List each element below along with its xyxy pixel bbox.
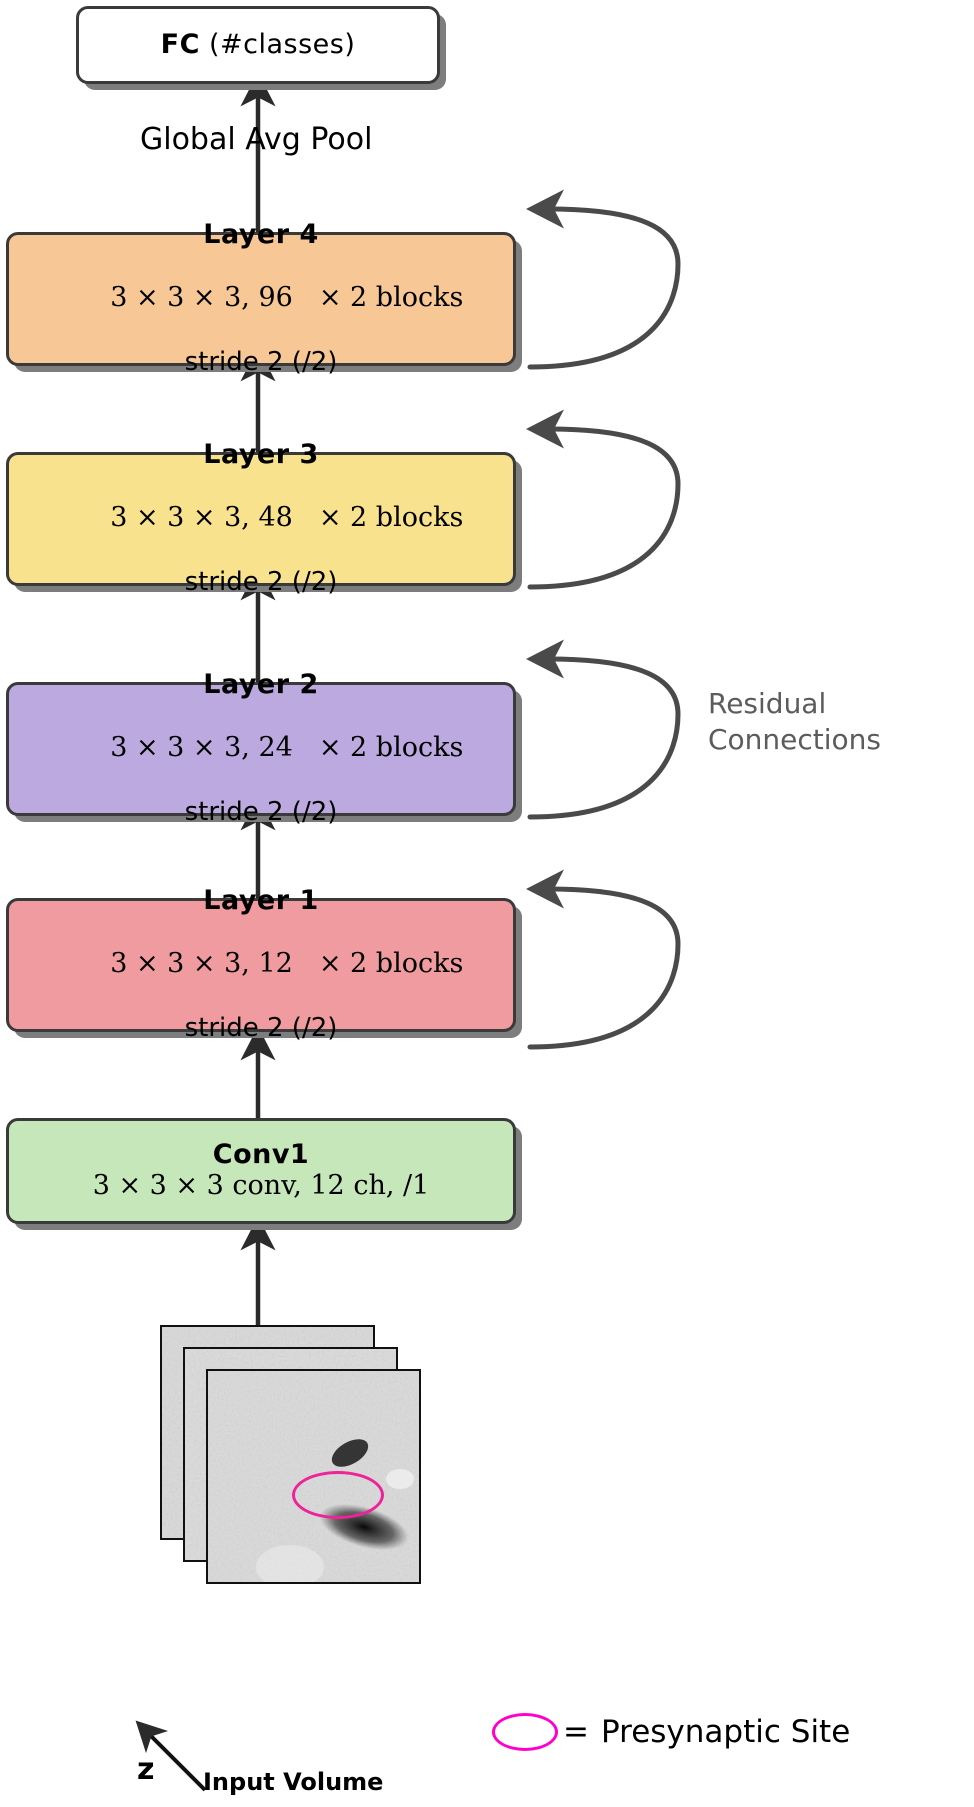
residual-label-line1: Residual (708, 687, 827, 720)
layer4-title: Layer 4 (203, 218, 319, 250)
layer3-blocks: × 2 blocks (318, 502, 464, 534)
em-slice-front (206, 1369, 421, 1584)
layer4-kernel: 3 × 3 × 3, 96 (110, 282, 293, 314)
conv1-title: Conv1 (212, 1138, 310, 1170)
layer3-block: Layer 3 3 × 3 × 3, 48 × 2 blocks stride 2… (6, 439, 516, 597)
fc-block: FC (#classes) (76, 6, 440, 84)
residual-arc-layer3 (526, 409, 681, 590)
layer1-spec: 3 × 3 × 3, 12 × 2 blocks (59, 916, 464, 1013)
legend-text: Presynaptic Site (601, 1714, 851, 1750)
layer1-kernel: 3 × 3 × 3, 12 (110, 948, 293, 980)
presynaptic-site-annotation (292, 1471, 384, 1519)
layer3-kernel: 3 × 3 × 3, 48 (110, 502, 293, 534)
layer1-block: Layer 1 3 × 3 × 3, 12 × 2 blocks stride 2… (6, 885, 516, 1043)
layer4-spec: 3 × 3 × 3, 96 × 2 blocks (59, 250, 464, 347)
layer1-blocks: × 2 blocks (318, 948, 464, 980)
residual-arc-layer1 (526, 869, 681, 1050)
layer4-stride: stride 2 (/2) (184, 347, 338, 378)
layer1-stride: stride 2 (/2) (184, 1013, 338, 1044)
layer3-title: Layer 3 (203, 438, 319, 470)
layer4-blocks: × 2 blocks (318, 282, 464, 314)
z-axis-label: z (137, 1752, 155, 1787)
legend-equals: = (563, 1714, 589, 1750)
fc-label-bold: FC (160, 28, 200, 60)
residual-arc-layer2 (526, 639, 681, 820)
layer2-block: Layer 2 3 × 3 × 3, 24 × 2 blocks stride 2… (6, 669, 516, 827)
z-axis-arrow (135, 1720, 207, 1792)
layer3-stride: stride 2 (/2) (184, 567, 338, 598)
conv1-spec: 3 × 3 × 3 conv, 12 ch, /1 (92, 1169, 430, 1201)
layer2-stride: stride 2 (/2) (184, 797, 338, 828)
layer1-title: Layer 1 (203, 884, 319, 916)
layer4-block: Layer 4 3 × 3 × 3, 96 × 2 blocks stride 2… (6, 219, 516, 377)
input-volume-stack (150, 1325, 421, 1584)
input-volume-label: Input Volume (203, 1768, 384, 1796)
residual-arc-layer4 (526, 189, 681, 370)
layer2-spec: 3 × 3 × 3, 24 × 2 blocks (59, 700, 464, 797)
legend: = Presynaptic Site (492, 1700, 962, 1770)
layer3-spec: 3 × 3 × 3, 48 × 2 blocks (59, 470, 464, 567)
legend-presynaptic-ellipse (492, 1713, 558, 1751)
global-avg-pool-label: Global Avg Pool (140, 122, 373, 157)
layer2-blocks: × 2 blocks (318, 732, 464, 764)
layer2-kernel: 3 × 3 × 3, 24 (110, 732, 293, 764)
conv1-block: Conv1 3 × 3 × 3 conv, 12 ch, /1 (6, 1118, 516, 1224)
residual-connections-label: Residual Connections (708, 686, 881, 758)
layer2-title: Layer 2 (203, 668, 319, 700)
fc-label-rest: (#classes) (199, 28, 356, 60)
fc-label: FC (#classes) (160, 28, 356, 60)
residual-label-line2: Connections (708, 722, 882, 756)
